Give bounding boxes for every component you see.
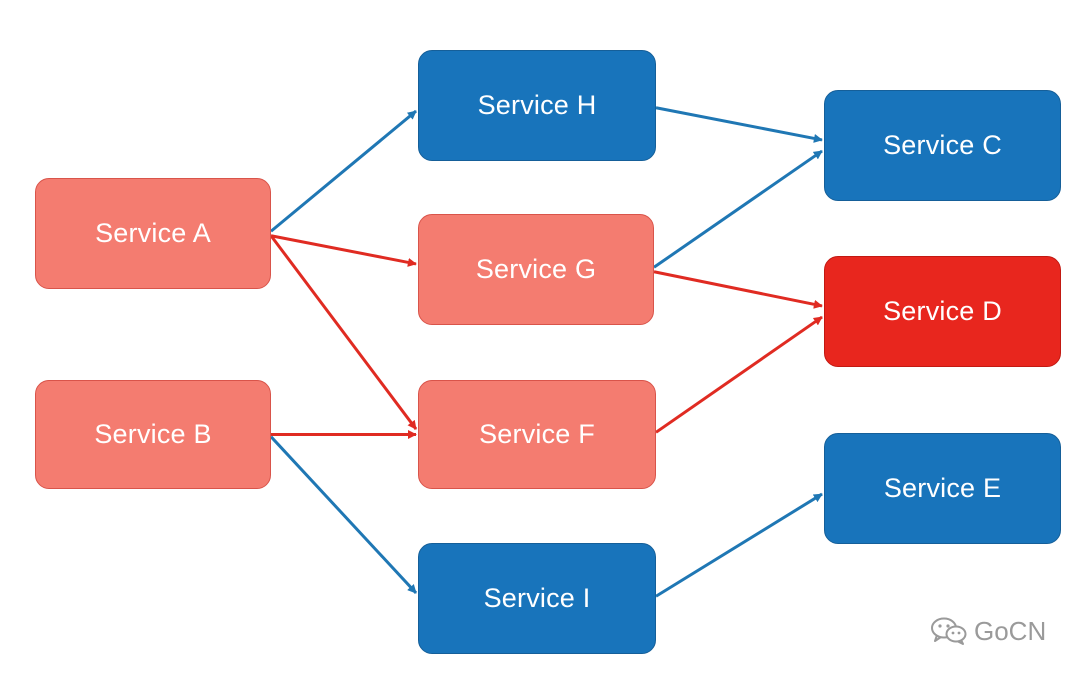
service-f-node[interactable]: Service F <box>418 380 656 489</box>
service-a-node[interactable]: Service A <box>35 178 271 289</box>
service-d-label: Service D <box>883 296 1002 326</box>
service-d-node[interactable]: Service D <box>824 256 1061 367</box>
service-f-label: Service F <box>479 419 595 449</box>
wechat-icon <box>930 616 968 646</box>
edge-g-to-d <box>653 270 823 309</box>
service-a-label: Service A <box>95 218 211 248</box>
service-b-label: Service B <box>94 419 212 449</box>
service-h-node[interactable]: Service H <box>418 50 656 161</box>
edge-g-to-c <box>653 149 823 269</box>
service-i-node[interactable]: Service I <box>418 543 656 654</box>
edge-h-to-c <box>655 106 823 143</box>
edge-i-to-e <box>655 492 823 598</box>
service-i-label: Service I <box>483 583 591 613</box>
edge-a-to-f <box>269 234 418 430</box>
edges-layer <box>269 106 823 598</box>
service-h-label: Service H <box>477 90 597 120</box>
service-c-label: Service C <box>883 130 1002 160</box>
service-e-label: Service E <box>883 473 1002 503</box>
edge-a-to-h <box>270 109 417 233</box>
service-g-label: Service G <box>475 254 597 284</box>
service-g-node[interactable]: Service G <box>418 214 654 325</box>
watermark-text: GoCN <box>974 615 1047 646</box>
edge-a-to-g <box>270 234 417 267</box>
edge-b-to-i <box>269 435 418 594</box>
service-e-node[interactable]: Service E <box>824 433 1061 544</box>
watermark: GoCN <box>930 614 1046 648</box>
service-b-node[interactable]: Service B <box>35 380 271 489</box>
edge-f-to-d <box>655 315 823 434</box>
service-c-node[interactable]: Service C <box>824 90 1061 201</box>
